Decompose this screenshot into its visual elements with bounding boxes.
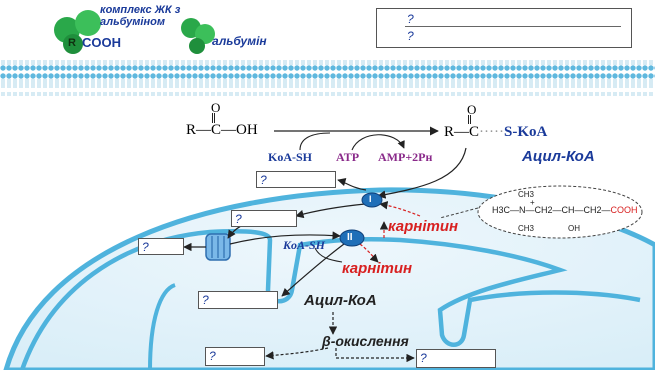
albumin-label: альбумін — [212, 34, 267, 48]
carnitine-outer-label: карнітин — [388, 218, 459, 235]
acylcoa-c: C — [469, 124, 480, 140]
cell-membrane — [0, 60, 655, 96]
legend-row-II: II ? — [381, 28, 629, 45]
fatty-acid-dash2: — — [221, 122, 237, 138]
coa-release-arrow — [337, 178, 367, 191]
fatty-acid-o: O — [211, 100, 221, 115]
reagent-koash: KoA-SH — [268, 150, 313, 164]
carnitine-ch3-top: CH3 — [518, 190, 535, 199]
legend-answer-I: ? — [407, 12, 414, 26]
enzyme-II-label: II — [347, 232, 353, 243]
carnitine-formula-callout — [477, 185, 643, 239]
enzyme-II — [339, 229, 365, 247]
fatty-acid-c: C — [211, 122, 222, 138]
legend-numeral-II: II — [392, 31, 397, 40]
carnitine-oh: OH — [568, 224, 580, 233]
question-box-acylcarnitine-outer[interactable]: ? — [231, 210, 297, 227]
fatty-acid-double-bond — [212, 113, 215, 123]
enzyme-I-label: I — [369, 194, 372, 204]
koash-inner-curve — [314, 247, 343, 263]
acylcoa-formula: R—C·····S-KoA — [444, 124, 547, 141]
translocase-to-enzyme2-arrow — [229, 231, 341, 245]
acylcoa-skoa: S-KoA — [504, 124, 548, 140]
legend-row-I: I ? — [381, 11, 629, 28]
reagent-amp: AMP+2Pн — [378, 150, 433, 164]
acylcoa-double-bond — [468, 115, 471, 124]
carnitine-ch3-bottom: CH3 — [518, 224, 535, 233]
atp-amp-curve-arrow — [351, 134, 405, 151]
reagent-atp: ATP — [336, 150, 360, 164]
carnitine-plus: + — [530, 198, 535, 207]
fatty-acid-formula: R—C—OH — [186, 122, 258, 139]
beta-to-left-arrow — [265, 347, 329, 360]
enzyme-I — [361, 192, 383, 208]
question-box-coa[interactable]: ? — [256, 171, 336, 188]
question-box-left[interactable]: ? — [138, 238, 184, 255]
legend-box: I ? II ? — [376, 8, 632, 48]
enzyme2-to-carnitine-arrow — [359, 243, 379, 263]
carnitine-main: H3C—N—CH2—CH—CH2— — [492, 205, 611, 215]
fatty-acid-r: R — [186, 122, 197, 138]
legend-numeral-I: I — [394, 14, 397, 23]
acylcoa-to-enzyme-arrow — [377, 147, 467, 199]
koash-inner-label: KoA-SH — [283, 238, 326, 252]
acylcoa-o: O — [467, 102, 477, 117]
fatty-acid-dash1: — — [196, 122, 212, 138]
beta-to-right-arrow — [335, 348, 415, 363]
carnitine-inner-label: карнітин — [342, 260, 413, 277]
question-box-bottom-left[interactable]: ? — [205, 347, 265, 366]
callout-pointer — [439, 207, 479, 219]
crista — [148, 283, 176, 370]
koash-curve-arrow — [299, 132, 331, 151]
acylcoa-dash1: — — [454, 124, 470, 140]
carnitine-main-chain: H3C—N—CH2—CH—CH2—COOH — [492, 205, 638, 215]
question-box-acylcarnitine-inner[interactable]: ? — [198, 291, 278, 309]
question-box-bottom-right[interactable]: ? — [416, 349, 496, 368]
carnitine-to-enzyme-arrow — [379, 201, 421, 217]
beta-oxidation-label: β-окислення — [322, 333, 409, 349]
acylcoa-r: R — [444, 124, 455, 140]
complex-r-label: R — [68, 37, 76, 49]
acyl-coa-title: Ацил-КоА — [522, 148, 595, 165]
albumin-icon — [181, 18, 215, 54]
albumin-complex-icon — [54, 10, 101, 54]
enzyme2-to-box-arrow — [281, 243, 345, 297]
legend-line-I — [405, 26, 621, 27]
acylcoa-dot-bond: ····· — [479, 124, 505, 140]
complex-label-line1: комплекс ЖК з — [100, 4, 181, 16]
mitochondrion-inner-membrane — [19, 229, 641, 370]
acyl-coa-inner-label: Ацил-КоА — [304, 292, 377, 309]
fatty-acid-oh: OH — [236, 122, 258, 138]
complex-label-line2: альбуміном — [100, 16, 165, 28]
translocase-channel — [205, 233, 231, 261]
carnitine-cooh: COOH — [610, 205, 638, 215]
legend-answer-II: ? — [407, 29, 414, 43]
enzyme1-output-arrow — [295, 203, 366, 219]
complex-cooh-label: COOH — [82, 35, 121, 50]
complex-label: комплекс ЖК з альбуміном — [100, 4, 180, 28]
